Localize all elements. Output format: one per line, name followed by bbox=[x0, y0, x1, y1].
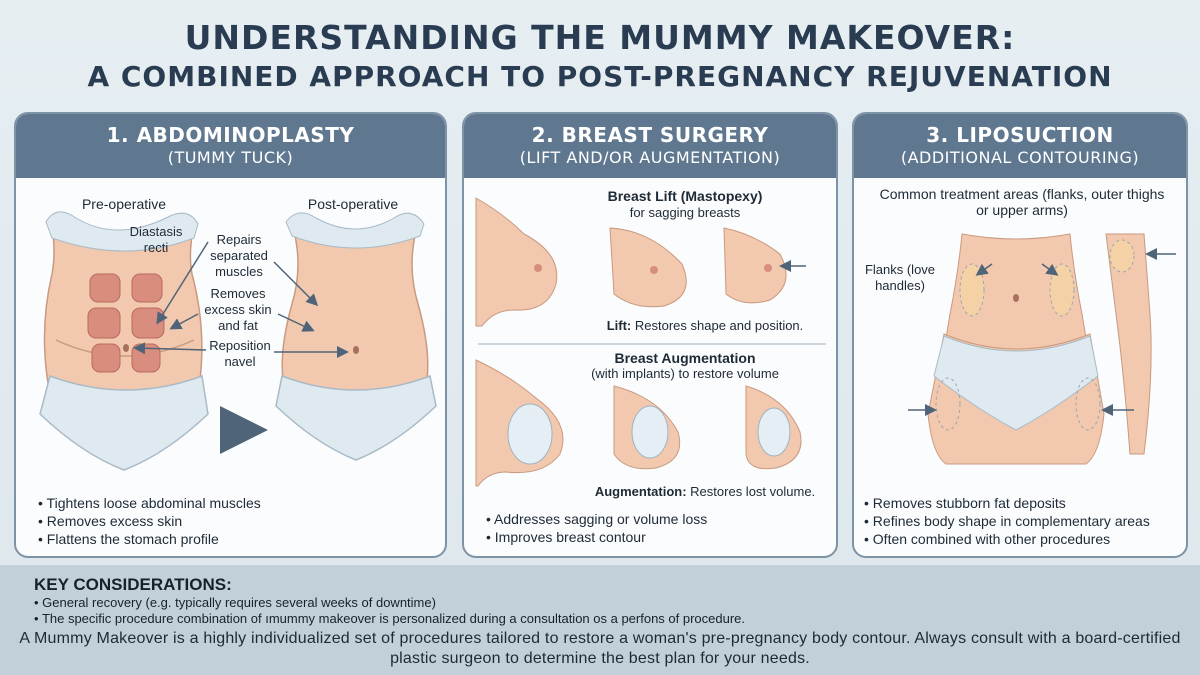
breast-surgery-illustration bbox=[475, 197, 826, 487]
page-title: UNDERSTANDING THE MUMMY MAKEOVER: A COMB… bbox=[0, 18, 1200, 96]
implant-icon bbox=[631, 405, 669, 459]
implant-icon bbox=[507, 403, 553, 465]
breast-surgery-bullets: Addresses sagging or volume loss Improve… bbox=[486, 510, 707, 546]
abdominoplasty-bullets: Tightens loose abdominal muscles Removes… bbox=[38, 494, 261, 548]
removes-arrow bbox=[169, 313, 199, 330]
liposuction-bullet: Removes stubborn fat deposits bbox=[864, 494, 1150, 512]
breast-augmentation-figures bbox=[475, 359, 802, 487]
breast-surgery-header: 2. BREAST SURGERY (LIFT AND/OR AUGMENTAT… bbox=[464, 114, 836, 178]
abdominoplasty-bullet: Tightens loose abdominal muscles bbox=[38, 494, 261, 512]
abdominoplasty-illustration bbox=[39, 211, 437, 471]
removes-post-arrow bbox=[277, 313, 315, 332]
reposition-label: Reposition navel bbox=[209, 338, 271, 369]
abdominoplasty-bullet: Removes excess skin bbox=[38, 512, 261, 530]
abdominoplasty-panel: 1. ABDOMINOPLASTY (TUMMY TUCK) bbox=[14, 112, 447, 558]
lift-caption-bold: Lift: bbox=[606, 318, 632, 333]
pre-operative-torso bbox=[39, 211, 209, 471]
breast-surgery-heading: 2. BREAST SURGERY bbox=[531, 123, 769, 147]
breast-bullet: Improves breast contour bbox=[486, 528, 707, 546]
lift-caption-text: Restores shape and position. bbox=[634, 318, 804, 333]
post-operative-label: Post-operative bbox=[307, 196, 399, 212]
breast-lift-figures bbox=[475, 197, 806, 327]
implant-icon bbox=[757, 407, 791, 457]
flanks-label: Flanks (love handles) bbox=[864, 262, 936, 293]
flank-zone bbox=[959, 263, 985, 317]
liposuction-bullet: Often combined with other procedures bbox=[864, 530, 1150, 548]
breast-bullet: Addresses sagging or volume loss bbox=[486, 510, 707, 528]
abdominoplasty-bullet: Flattens the stomach profile bbox=[38, 530, 261, 548]
title-line-2: A COMBINED APPROACH TO POST-PREGNANCY RE… bbox=[87, 60, 1113, 93]
post-operative-torso bbox=[275, 212, 437, 461]
flank-zone bbox=[1049, 263, 1075, 317]
liposuction-subheading: (ADDITIONAL CONTOURING) bbox=[900, 148, 1140, 167]
key-considerations-title: KEY CONSIDERATIONS: bbox=[34, 575, 232, 594]
aug-caption-bold: Augmentation: bbox=[594, 484, 687, 499]
key-bullet: The specific procedure combination of ım… bbox=[34, 611, 1166, 627]
key-bullet: General recovery (e.g. typically require… bbox=[34, 595, 1166, 611]
title-line-1: UNDERSTANDING THE MUMMY MAKEOVER: bbox=[184, 18, 1016, 57]
reposition-arrow bbox=[133, 342, 207, 355]
abdominoplasty-subheading: (TUMMY TUCK) bbox=[167, 148, 294, 167]
liposuction-bullet: Refines body shape in complementary area… bbox=[864, 512, 1150, 530]
summary-text: A Mummy Makeover is a highly individuali… bbox=[19, 630, 1181, 667]
repairs-arrow bbox=[156, 241, 209, 325]
breast-surgery-subheading: (LIFT AND/OR AUGMENTATION) bbox=[519, 148, 781, 167]
separated-muscles bbox=[87, 273, 165, 373]
liposuction-bullets: Removes stubborn fat deposits Refines bo… bbox=[864, 494, 1150, 548]
liposuction-heading: 3. LIPOSUCTION bbox=[926, 123, 1114, 147]
breast-lift-subtitle: for sagging breasts bbox=[629, 205, 741, 220]
breast-augmentation-subtitle: (with implants) to restore volume bbox=[591, 366, 779, 381]
breast-lift-title: Breast Lift (Mastopexy) bbox=[607, 188, 763, 204]
upper-arm bbox=[1105, 233, 1152, 455]
liposuction-illustration bbox=[908, 233, 1176, 465]
abdominoplasty-heading: 1. ABDOMINOPLASTY bbox=[106, 123, 355, 147]
liposuction-intro: Common treatment areas (flanks, outer th… bbox=[879, 186, 1165, 218]
breast-surgery-panel: 2. BREAST SURGERY (LIFT AND/OR AUGMENTAT… bbox=[462, 112, 838, 558]
arm-zone bbox=[1109, 239, 1135, 273]
liposuction-header: 3. LIPOSUCTION (ADDITIONAL CONTOURING) bbox=[854, 114, 1186, 178]
breast-augmentation-title: Breast Augmentation bbox=[614, 350, 756, 366]
breast-lift-caption: Lift: Restores shape and position. bbox=[580, 318, 830, 334]
abdominoplasty-header: 1. ABDOMINOPLASTY (TUMMY TUCK) bbox=[16, 114, 445, 178]
key-considerations: KEY CONSIDERATIONS: General recovery (e.… bbox=[0, 565, 1200, 675]
diastasis-label: Diastasis recti bbox=[129, 224, 183, 255]
removes-label: Removes excess skin and fat bbox=[204, 286, 272, 333]
thigh-zone bbox=[1075, 377, 1101, 431]
repairs-post-arrow bbox=[273, 261, 319, 307]
liposuction-panel: 3. LIPOSUCTION (ADDITIONAL CONTOURING) C… bbox=[852, 112, 1188, 558]
pre-operative-label: Pre-operative bbox=[81, 196, 167, 212]
aug-caption-text: Restores lost volume. bbox=[690, 484, 816, 499]
repairs-label: Repairs separated muscles bbox=[210, 232, 268, 279]
breast-augmentation-caption: Augmentation: Restores lost volume. bbox=[580, 484, 830, 500]
liposuction-torso bbox=[927, 233, 1105, 465]
